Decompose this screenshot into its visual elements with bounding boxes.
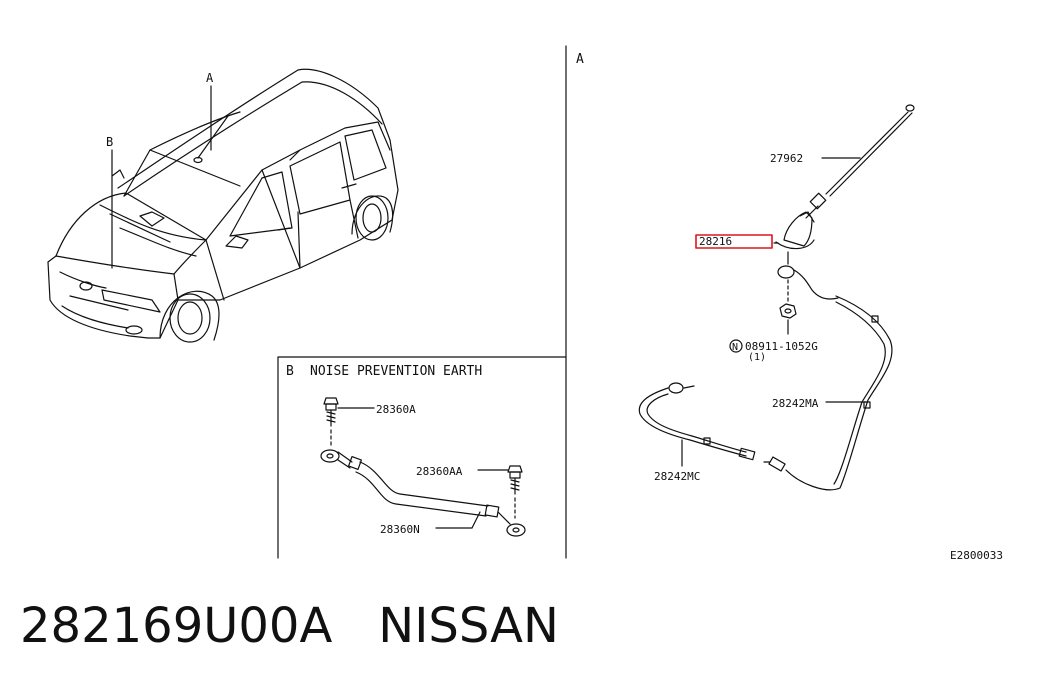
- part-label-28242ma: 28242MA: [772, 397, 819, 410]
- car-marker-a: A: [206, 71, 214, 85]
- nut-prefix: N: [732, 342, 738, 353]
- part-number: 282169U00A: [20, 598, 333, 654]
- nut-indicator-circle: [729, 339, 743, 353]
- part-label-28216: 28216: [699, 235, 732, 248]
- part-label-28360a: 28360A: [376, 403, 416, 416]
- part-label-27962: 27962: [770, 152, 803, 165]
- car-illustration: [47, 68, 399, 343]
- part-label-28360aa: 28360AA: [416, 465, 463, 478]
- nut-quantity: (1): [748, 352, 766, 363]
- antenna-assembly: [638, 104, 915, 491]
- parts-diagram: A B A B NOISE PREVENTION EARTH 28360A 28…: [47, 45, 1003, 562]
- section-b-frame: [277, 356, 567, 559]
- part-label-28360n: 28360N: [380, 523, 420, 536]
- part-caption: 282169U00A NISSAN: [20, 598, 559, 654]
- brand-name: NISSAN: [378, 598, 559, 654]
- section-b-title: NOISE PREVENTION EARTH: [310, 364, 482, 379]
- part-label-08911-1052g: 08911-1052G: [745, 340, 818, 353]
- diagram-code: E2800033: [950, 549, 1003, 562]
- car-marker-b: B: [106, 135, 113, 149]
- highlight-box: [695, 234, 773, 249]
- earth-strap-assembly: [320, 397, 526, 537]
- section-b-letter: B: [286, 364, 294, 379]
- part-label-28242mc: 28242MC: [654, 470, 700, 483]
- section-a-title: A: [576, 52, 584, 67]
